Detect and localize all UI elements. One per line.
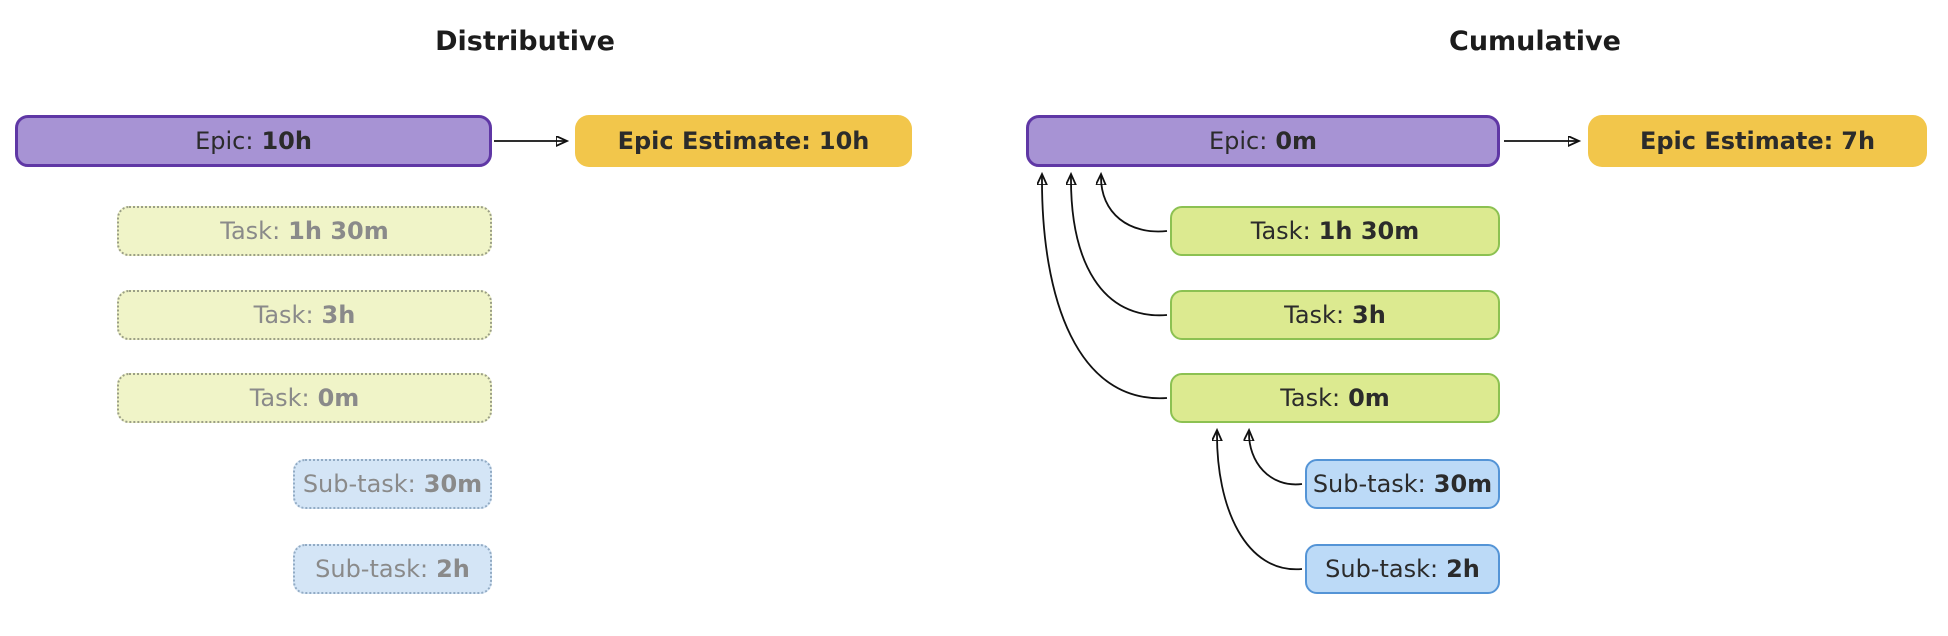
subtask-label: Sub-task:	[1325, 555, 1439, 583]
cumulative-epic-box: Epic:0m	[1026, 115, 1500, 167]
subtask-value: 2h	[1446, 555, 1480, 583]
arrow-task3-to-epic	[1042, 175, 1168, 399]
task-value: 3h	[1352, 301, 1386, 329]
distributive-epic-box: Epic:10h	[15, 115, 492, 167]
task-label: Task:	[1250, 217, 1311, 245]
distributive-task-box-3: Task:0m	[117, 373, 492, 423]
subtask-value: 30m	[423, 470, 483, 498]
arrow-subtask2-to-task	[1217, 431, 1303, 570]
epic-label: Epic:	[1208, 127, 1268, 155]
cumulative-subtask-box-2: Sub-task:2h	[1305, 544, 1500, 594]
task-label: Task:	[1284, 301, 1345, 329]
cumulative-task-box-3: Task:0m	[1170, 373, 1500, 423]
estimate-value: 10h	[818, 127, 870, 155]
subtask-label: Sub-task:	[1312, 470, 1426, 498]
epic-value: 0m	[1275, 127, 1318, 155]
cumulative-task-box-2: Task:3h	[1170, 290, 1500, 340]
subtask-value: 30m	[1433, 470, 1493, 498]
arrow-task2-to-epic	[1071, 175, 1168, 317]
cumulative-task-box-1: Task:1h 30m	[1170, 206, 1500, 256]
task-value: 3h	[321, 301, 356, 329]
subtask-value: 2h	[436, 555, 470, 583]
task-value: 0m	[1348, 384, 1390, 412]
task-label: Task:	[220, 217, 281, 245]
estimate-label: Epic Estimate:	[617, 127, 811, 155]
cumulative-subtask-box-1: Sub-task:30m	[1305, 459, 1500, 509]
task-value: 0m	[317, 384, 360, 412]
estimate-label: Epic Estimate:	[1639, 127, 1834, 155]
distributive-subtask-box-2: Sub-task:2h	[293, 544, 492, 594]
epic-value: 10h	[261, 127, 312, 155]
subtask-label: Sub-task:	[302, 470, 416, 498]
distributive-task-box-1: Task:1h 30m	[117, 206, 492, 256]
task-value: 1h 30m	[288, 217, 389, 245]
epic-label: Epic:	[195, 127, 254, 155]
distributive-panel-title: Distributive	[435, 26, 615, 57]
task-label: Task:	[249, 384, 310, 412]
distributive-subtask-box-1: Sub-task:30m	[293, 459, 492, 509]
distributive-task-box-2: Task:3h	[117, 290, 492, 340]
subtask-label: Sub-task:	[315, 555, 429, 583]
cumulative-panel-title: Cumulative	[1449, 26, 1621, 57]
task-value: 1h 30m	[1318, 217, 1420, 245]
estimate-value: 7h	[1841, 127, 1876, 155]
task-label: Task:	[1280, 384, 1341, 412]
arrow-task1-to-epic	[1101, 175, 1168, 233]
distributive-epic-estimate-box: Epic Estimate:10h	[575, 115, 912, 167]
task-label: Task:	[253, 301, 314, 329]
cumulative-epic-estimate-box: Epic Estimate:7h	[1588, 115, 1927, 167]
arrow-subtask1-to-task	[1249, 431, 1303, 486]
